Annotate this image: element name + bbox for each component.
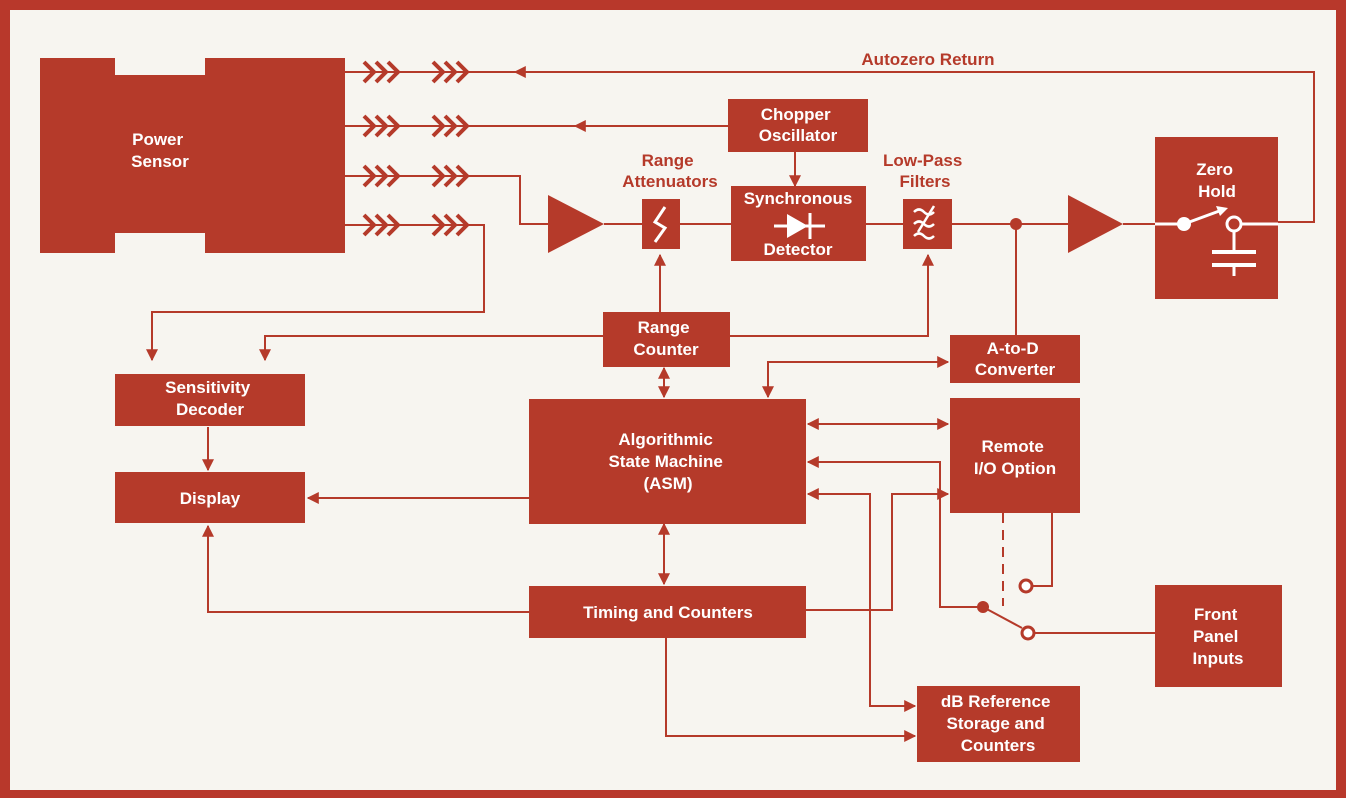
zero-hold-block bbox=[1155, 137, 1278, 299]
timing-counters-block bbox=[529, 586, 806, 638]
power-sensor-block bbox=[40, 58, 345, 253]
zero-hold-switch-icon bbox=[1155, 206, 1278, 252]
sensor-signal-line bbox=[345, 175, 548, 225]
sensor-cable-chevrons bbox=[362, 60, 470, 237]
sensor-to-decoder-line bbox=[146, 224, 485, 362]
chevron-row-1 bbox=[362, 60, 470, 84]
asm-adc-line bbox=[762, 356, 950, 399]
counter-to-decoder-line bbox=[259, 335, 603, 362]
timing-to-db-line bbox=[665, 638, 917, 742]
front-panel-inputs-block bbox=[1155, 585, 1282, 687]
switch-contact-frontpanel bbox=[1020, 625, 1036, 641]
switch-blade bbox=[982, 606, 1023, 629]
asm-label: Algorithmic State Machine (ASM) bbox=[608, 430, 727, 493]
amplifier-2-symbol bbox=[1068, 195, 1123, 253]
synchronous-detector-label-top: Synchronous bbox=[744, 189, 853, 208]
frontpanel-to-asm-line bbox=[806, 456, 978, 608]
power-sensor-label: Power Sensor bbox=[131, 130, 189, 171]
synchronous-detector-label-bottom: Detector bbox=[764, 240, 833, 259]
db-reference-label: dB Reference Storage and Counters bbox=[941, 692, 1055, 755]
display-label: Display bbox=[180, 489, 241, 508]
db-reference-block bbox=[917, 686, 1080, 762]
chevron-row-4 bbox=[362, 213, 470, 237]
remote-io-label: Remote I/O Option bbox=[974, 437, 1056, 478]
counter-to-filter-line bbox=[730, 253, 934, 337]
chopper-oscillator-block bbox=[728, 99, 868, 152]
capacitor-icon bbox=[1212, 250, 1256, 276]
sensitivity-decoder-label: Sensitivity Decoder bbox=[165, 378, 255, 419]
range-counter-label: Range Counter bbox=[633, 318, 699, 359]
timing-counters-label: Timing and Counters bbox=[583, 603, 753, 622]
switch-contact-remote bbox=[1018, 578, 1034, 594]
chevron-row-3 bbox=[362, 164, 470, 188]
asm-db-line bbox=[806, 488, 917, 712]
remote-io-block bbox=[950, 398, 1080, 513]
low-pass-filter-block bbox=[903, 199, 952, 249]
sensitivity-decoder-block bbox=[115, 374, 305, 426]
diode-icon bbox=[774, 213, 825, 239]
chevron-row-2 bbox=[362, 114, 470, 138]
attenuator-zigzag-icon bbox=[652, 206, 668, 243]
low-pass-filters-label: Low-Pass Filters bbox=[883, 151, 967, 191]
amplifier-1-symbol bbox=[548, 195, 604, 253]
a-to-d-converter-block bbox=[950, 335, 1080, 383]
autozero-return-line bbox=[500, 71, 1315, 223]
zero-hold-label: Zero Hold bbox=[1196, 160, 1238, 201]
chopper-oscillator-label: Chopper Oscillator bbox=[759, 105, 838, 145]
range-attenuators-label: Range Attenuators bbox=[622, 151, 717, 191]
display-block bbox=[115, 472, 305, 523]
remote-to-switch-line bbox=[1032, 513, 1053, 587]
timing-to-display-line bbox=[202, 524, 529, 613]
connection-lines bbox=[146, 66, 1315, 742]
front-panel-inputs-label: Front Panel Inputs bbox=[1193, 605, 1244, 668]
asm-block bbox=[529, 399, 806, 524]
filter-wave-icon bbox=[913, 205, 936, 240]
range-counter-block bbox=[603, 312, 730, 367]
a-to-d-converter-label: A-to-D Converter bbox=[975, 339, 1056, 379]
autozero-return-label: Autozero Return bbox=[861, 50, 994, 69]
